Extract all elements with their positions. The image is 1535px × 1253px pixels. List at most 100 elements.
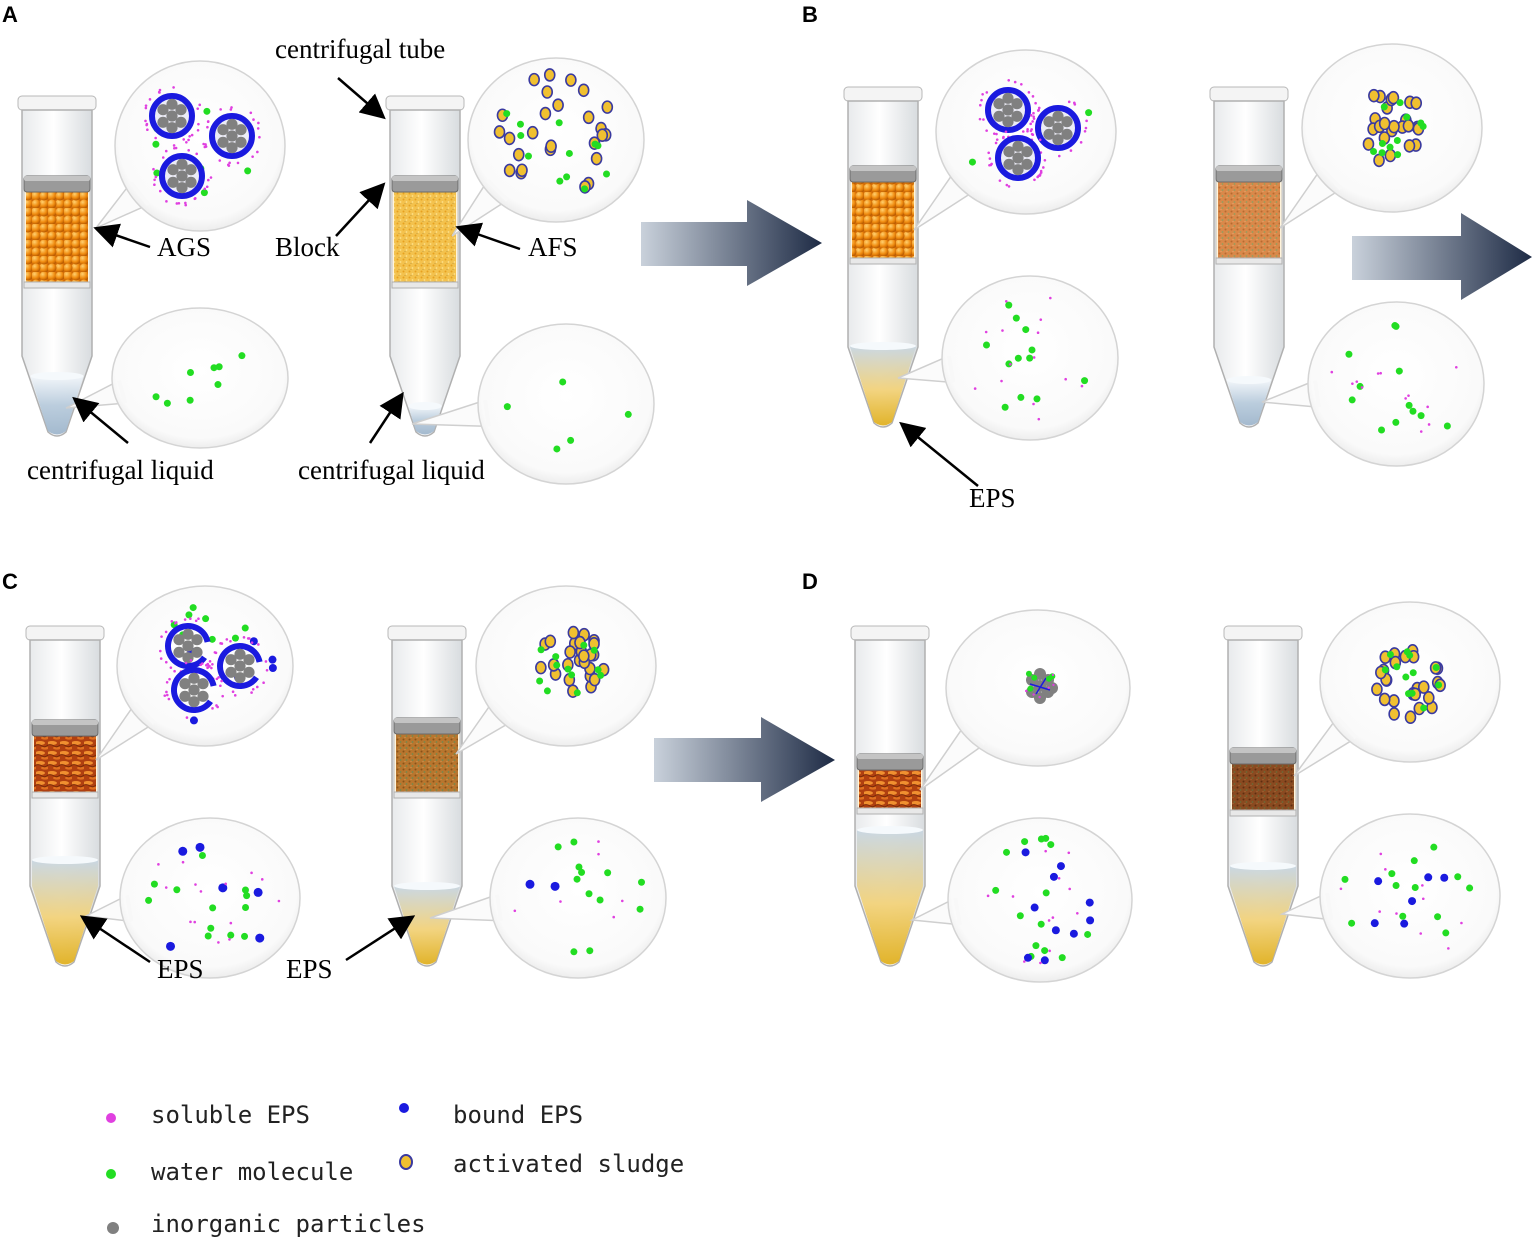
panel-label-a: A bbox=[2, 2, 18, 27]
soluble-eps-dot bbox=[1460, 921, 1463, 925]
water-molecule bbox=[968, 158, 976, 166]
water-molecule bbox=[1394, 151, 1402, 159]
tube-b-afs bbox=[1209, 86, 1289, 428]
bound-eps-dot bbox=[1085, 898, 1094, 907]
water-molecule bbox=[150, 880, 158, 888]
soluble-eps-dot bbox=[233, 694, 237, 697]
inorganic-particle bbox=[175, 104, 187, 116]
activated-sludge-particle bbox=[1388, 707, 1400, 721]
activated-sludge-particle bbox=[1422, 691, 1435, 705]
activated-sludge-particle bbox=[1368, 88, 1380, 103]
soluble-eps-dot bbox=[203, 145, 207, 149]
inorganic-particle bbox=[182, 628, 194, 640]
bubble-joint bbox=[495, 894, 503, 922]
water-molecule bbox=[1399, 912, 1407, 920]
soluble-eps-dot bbox=[992, 132, 996, 135]
water-molecule bbox=[559, 378, 567, 386]
water-molecule bbox=[1396, 99, 1404, 107]
tube-c-afs bbox=[387, 625, 467, 967]
water-molecule bbox=[1417, 119, 1425, 127]
activated-sludge-cluster bbox=[535, 625, 610, 698]
soluble-eps-dot bbox=[1007, 79, 1011, 82]
water-molecule bbox=[1005, 360, 1013, 368]
soluble-eps-dot bbox=[205, 663, 208, 667]
holder-base bbox=[1215, 257, 1283, 265]
bubble-joint bbox=[963, 723, 987, 746]
soluble-eps-dot bbox=[219, 108, 222, 111]
tube-rim bbox=[17, 95, 97, 111]
soluble-eps-dot bbox=[1029, 122, 1032, 126]
soluble-eps-dot bbox=[146, 128, 149, 132]
water-molecule bbox=[152, 393, 160, 401]
inorganic-particle bbox=[226, 118, 238, 130]
activated-sludge-particle bbox=[528, 72, 540, 87]
bound-eps-dot bbox=[1408, 897, 1417, 906]
soluble-eps-dot bbox=[163, 694, 167, 697]
soluble-eps-dot bbox=[256, 685, 259, 689]
water-molecule bbox=[537, 646, 545, 654]
block-highlight bbox=[857, 754, 923, 759]
water-molecule bbox=[1380, 103, 1388, 111]
bound-eps-dot bbox=[253, 887, 263, 897]
water-molecule bbox=[1434, 913, 1442, 921]
inorganic-particle bbox=[1003, 158, 1015, 170]
water-molecule bbox=[517, 132, 525, 140]
soluble-eps-dot bbox=[597, 852, 600, 856]
soluble-eps-dot bbox=[1404, 397, 1407, 400]
soluble-eps-dot bbox=[1009, 362, 1012, 366]
bubble-contents bbox=[152, 352, 246, 407]
soluble-eps-dot bbox=[183, 618, 187, 621]
bubble-body bbox=[114, 60, 286, 232]
soluble-eps-dot bbox=[199, 890, 203, 893]
inorganic-particle bbox=[179, 690, 191, 702]
bound-eps-dot bbox=[1023, 953, 1032, 962]
water-molecule bbox=[565, 149, 573, 157]
bubble-body bbox=[935, 49, 1117, 215]
activated-sludge-particle bbox=[539, 106, 552, 121]
afs-sample bbox=[1232, 762, 1294, 810]
tube-rim bbox=[25, 625, 105, 641]
block-highlight bbox=[392, 176, 458, 181]
tube-d-afs bbox=[1223, 625, 1303, 967]
inorganic-particle bbox=[243, 654, 255, 666]
granule-aggregate bbox=[152, 146, 213, 207]
water-molecule bbox=[1410, 857, 1418, 865]
inorganic-particle bbox=[1043, 116, 1055, 128]
water-molecule bbox=[243, 892, 251, 900]
activated-sludge-particle bbox=[503, 163, 516, 178]
soluble-eps-dot bbox=[1020, 82, 1023, 86]
soluble-eps-dot bbox=[1007, 185, 1011, 188]
bubble-contents bbox=[145, 842, 281, 951]
water-molecule bbox=[1042, 834, 1050, 842]
bubble-contents bbox=[968, 79, 1093, 188]
soluble-eps-dot bbox=[184, 201, 187, 205]
bubble-joint bbox=[1335, 716, 1358, 740]
soluble-eps-dot bbox=[1024, 689, 1028, 693]
activated-sludge-particle bbox=[1403, 139, 1416, 153]
activated-sludge-particle bbox=[1371, 682, 1383, 697]
soluble-eps-dot bbox=[257, 643, 260, 646]
water-molecule bbox=[1047, 841, 1055, 849]
bubble-b-afs-bottom bbox=[1261, 301, 1485, 467]
soluble-eps-dot bbox=[985, 91, 989, 94]
water-molecule bbox=[207, 924, 215, 932]
soluble-eps-dot bbox=[164, 149, 168, 153]
inorganic-particle bbox=[1052, 110, 1064, 122]
bubble-body bbox=[947, 817, 1133, 983]
soluble-eps-dot bbox=[159, 649, 162, 653]
activated-sludge-cluster bbox=[493, 68, 614, 194]
water-molecule bbox=[215, 363, 223, 371]
bubble-c-afs-top bbox=[455, 585, 657, 755]
soluble-eps-dot bbox=[1395, 912, 1398, 915]
soluble-eps-dot bbox=[1048, 949, 1051, 953]
bound-eps-dot bbox=[178, 846, 188, 856]
soluble-eps-dot bbox=[981, 92, 984, 96]
holder-base bbox=[23, 281, 91, 289]
soluble-eps-dot bbox=[161, 156, 165, 159]
activated-sludge-particle bbox=[552, 98, 564, 112]
soluble-eps-dot bbox=[174, 146, 178, 150]
bubble-joint bbox=[125, 895, 134, 922]
tube-rim bbox=[850, 625, 930, 641]
soluble-eps-dot bbox=[199, 663, 203, 667]
